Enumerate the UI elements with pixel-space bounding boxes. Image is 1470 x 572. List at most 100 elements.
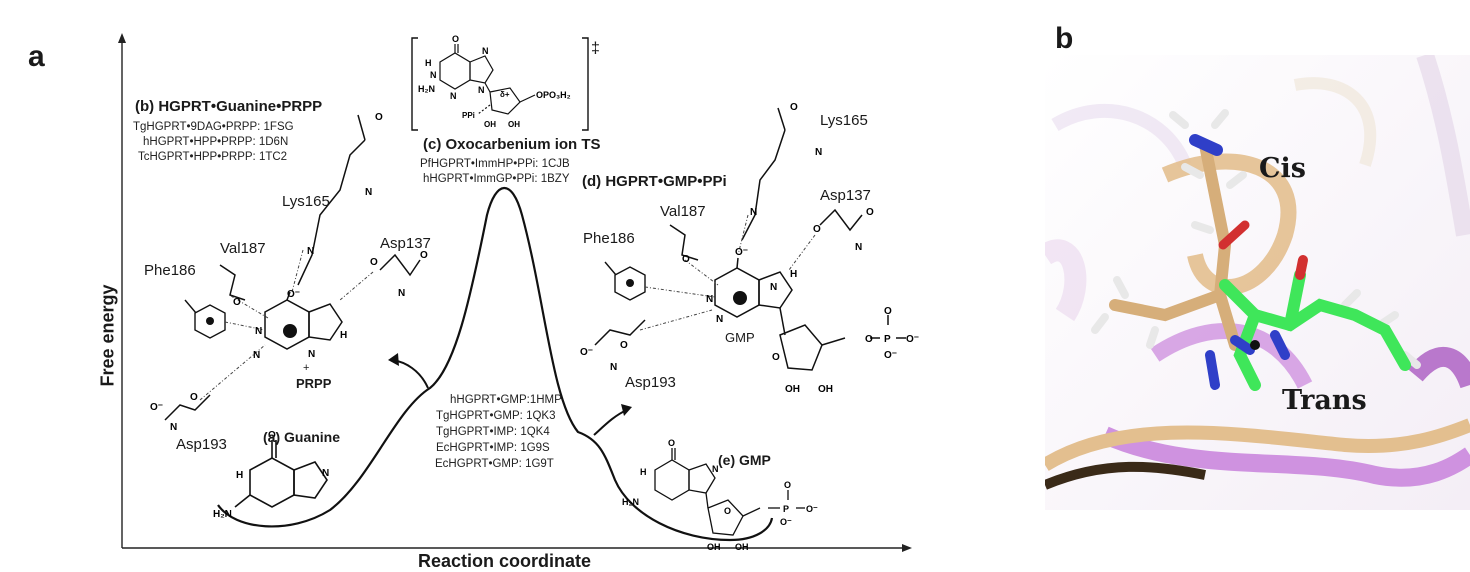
gmp-p-label: P — [783, 504, 789, 514]
ts-label-n4: N — [478, 85, 485, 95]
h-label-b: H — [340, 330, 347, 341]
residue-lys165-b: Lys165 — [282, 193, 330, 210]
ts-molecule — [439, 44, 536, 115]
gmp-o-minus1-label: O⁻ — [806, 504, 818, 514]
violet-ribbon — [1101, 426, 1470, 487]
o-label-d2: O — [866, 207, 874, 218]
phe186-ring-b — [184, 299, 226, 339]
o-label-b5: O — [190, 392, 198, 403]
o-label-b2: O — [420, 250, 428, 261]
ts-label-ppi: PPi — [462, 111, 475, 120]
ts-label-o: O — [452, 34, 459, 44]
state-b-pdb-1: TgHGPRT•9DAG•PRPP: 1FSG — [133, 121, 294, 133]
o-label-d5: O — [620, 340, 628, 351]
ring-centroid-d — [733, 291, 747, 305]
y-axis-label: Free energy — [97, 284, 118, 387]
o-minus-label-d2: O⁻ — [580, 347, 593, 358]
hbonds-d — [639, 214, 816, 331]
residue-val187-d: Val187 — [660, 203, 706, 220]
gmp-in-complex-label: GMP — [725, 330, 755, 345]
o-minus-label-d: O⁻ — [735, 247, 748, 258]
ts-label-n2: N — [482, 46, 489, 56]
ts-label-h2n: H₂N — [418, 84, 435, 94]
state-c-pdb-1: PfHGPRT•ImmHP•PPi: 1CJB — [420, 158, 570, 170]
plus-sign: + — [303, 362, 310, 374]
gmp-structure — [654, 448, 805, 536]
middle-pdb-5: EcHGPRT•GMP: 1G9T — [435, 458, 554, 470]
complex-b-structure — [164, 114, 421, 421]
state-b-title: (b) HGPRT•Guanine•PRPP — [135, 98, 323, 115]
cis-side-chain — [1109, 134, 1250, 351]
ts-label-oh2: OH — [508, 120, 520, 129]
n-label-d7: N — [610, 362, 617, 373]
o-minus-label-b: O⁻ — [287, 289, 300, 300]
n-label-d4: N — [716, 314, 723, 325]
middle-pdb-1: hHGPRT•GMP:1HMP — [450, 394, 562, 406]
ring-centroid-b — [283, 324, 297, 338]
protein-cartoon — [1045, 55, 1470, 510]
phe186-ring-d — [604, 261, 646, 301]
residue-val187-b: Val187 — [220, 240, 266, 257]
gmp-h2n-label: H₂N — [622, 497, 639, 507]
n-label-d5: N — [770, 282, 777, 293]
o-label-d1: O — [790, 102, 798, 113]
state-b-pdb-3: TcHGPRT•HPP•PRPP: 1TC2 — [138, 151, 288, 163]
state-c-pdb-2: hHGPRT•ImmGP•PPi: 1BZY — [423, 173, 570, 185]
ts-label-delta: δ+ — [500, 90, 510, 99]
ts-bracket — [411, 37, 589, 131]
phe186-centroid-b — [206, 317, 214, 325]
trans-side-chain — [1219, 269, 1411, 391]
phe186-centroid-d — [626, 279, 634, 287]
o-label-b4: O — [233, 297, 241, 308]
x-axis-arrow — [902, 544, 912, 552]
arrow-right-curve — [593, 409, 628, 436]
guanine-h-label: H — [236, 470, 243, 481]
ts-label-n3: N — [450, 91, 457, 101]
cis-label: Cis — [1259, 153, 1306, 184]
gmp-po-label: O — [784, 480, 791, 490]
energy-profile-curve — [217, 186, 774, 542]
protein-structure-render: Cis Trans — [1045, 55, 1470, 510]
o-minus-label-d3: O⁻ — [906, 334, 919, 345]
residue-asp137-b: Asp137 — [380, 235, 431, 252]
guanine-structure — [234, 440, 328, 508]
n-label-b3: N — [255, 326, 262, 337]
axes — [118, 33, 912, 552]
gmp-o-ring-label: O — [724, 506, 731, 516]
panel-a-letter: a — [28, 40, 45, 73]
x-axis-label: Reaction coordinate — [418, 551, 592, 571]
state-b-pdb-2: hHGPRT•HPP•PRPP: 1D6N — [143, 136, 289, 148]
n-label-b1: N — [307, 246, 314, 257]
o-label-d6: O — [772, 352, 780, 363]
gmp-oh2-label: OH — [735, 542, 749, 552]
n-label-d2: N — [815, 147, 822, 158]
energy-diagram: O H H₂N N O⁻ N N O N N N H N O O O O O⁻ … — [118, 33, 919, 552]
residue-phe186-b: Phe186 — [144, 262, 196, 279]
guanine-n-label: N — [322, 468, 329, 479]
residue-asp193-b: Asp193 — [176, 436, 227, 453]
state-c-title: (c) Oxocarbenium ion TS — [423, 136, 601, 153]
gmp-oh1-label: OH — [707, 542, 721, 552]
o-label-d3: O — [813, 224, 821, 235]
state-d-title: (d) HGPRT•GMP•PPi — [582, 173, 727, 190]
n-label-d3: N — [706, 294, 713, 305]
n-label-b5: N — [308, 349, 315, 360]
y-axis-arrow — [118, 33, 126, 43]
hbonds-b — [199, 249, 374, 401]
n-label-b6: N — [398, 288, 405, 299]
complex-d-structure — [594, 107, 906, 371]
ts-label-n1: N — [430, 70, 437, 80]
state-e-title: (e) GMP — [718, 452, 771, 468]
residue-asp137-d: Asp137 — [820, 187, 871, 204]
trans-label: Trans — [1282, 385, 1367, 416]
residue-asp193-d: Asp193 — [625, 374, 676, 391]
guanine-o-label: O — [268, 430, 276, 441]
oh-label-d1: OH — [785, 384, 800, 395]
oh-label-d2: OH — [818, 384, 833, 395]
o-label-d7: O — [865, 334, 873, 345]
middle-pdb-3: TgHGPRT•IMP: 1QK4 — [436, 426, 550, 438]
n-label-b4: N — [253, 350, 260, 361]
ts-double-dagger: ‡ — [591, 40, 600, 57]
state-a-title: (a) Guanine — [263, 429, 341, 445]
middle-pdb-2: TgHGPRT•GMP: 1QK3 — [436, 410, 556, 422]
